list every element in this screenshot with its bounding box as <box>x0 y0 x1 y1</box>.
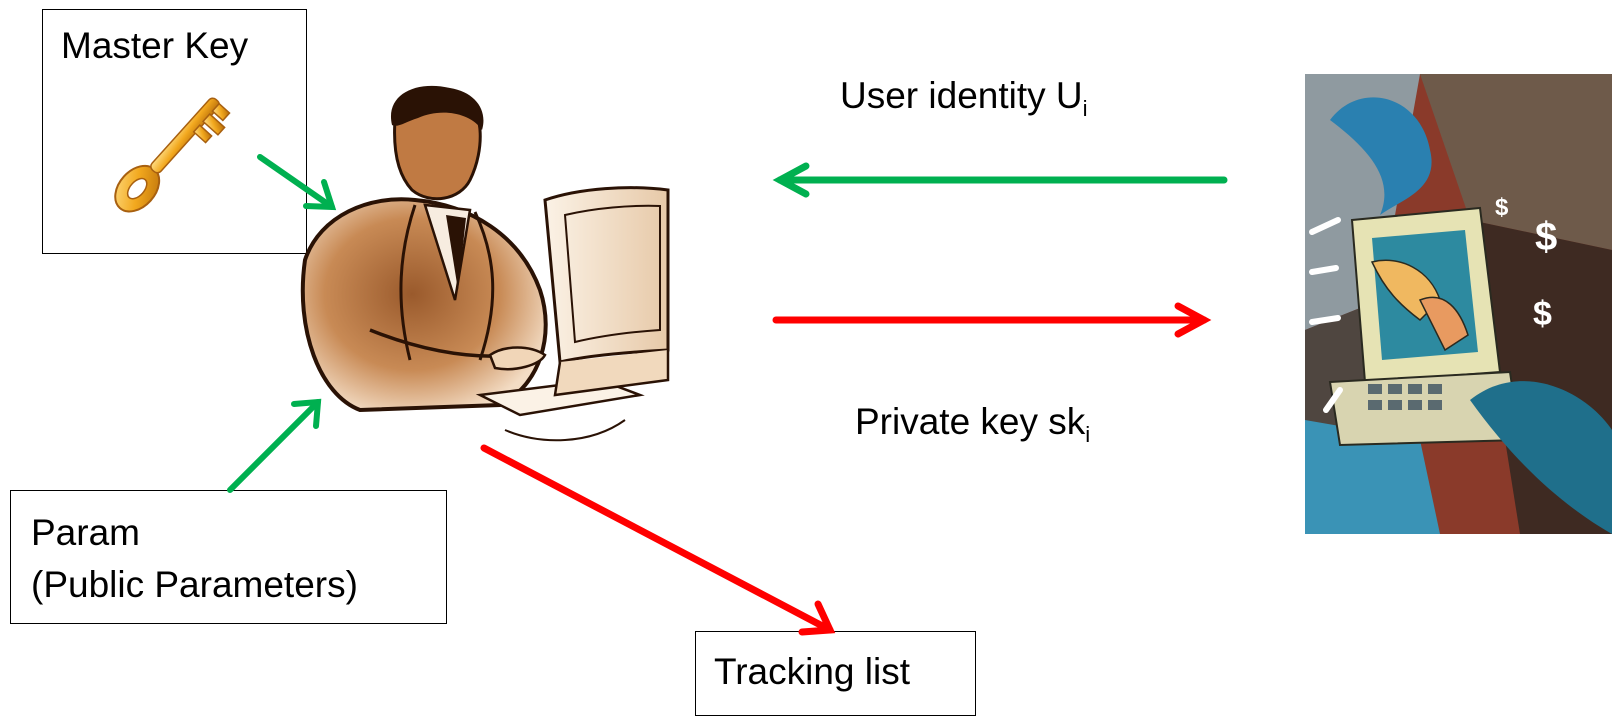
user-identity-arrow <box>772 162 1228 198</box>
request-subscript: i <box>1082 95 1088 121</box>
master-key-box: Master Key <box>42 9 307 254</box>
tracking-list-box: Tracking list <box>695 631 976 716</box>
golden-key-icon <box>114 97 231 213</box>
master-key-to-authority-arrow <box>257 154 337 211</box>
authority-to-tracking-list-arrow <box>480 444 836 636</box>
svg-text:$: $ <box>1533 295 1552 333</box>
svg-text:$: $ <box>1535 215 1557 259</box>
key-authority-at-computer-icon <box>300 85 670 442</box>
svg-text:$: $ <box>1495 194 1509 221</box>
private-key-arrow <box>772 302 1212 338</box>
request-label: User identity Ui <box>840 75 1088 121</box>
tracking-list-label: Tracking list <box>714 651 911 692</box>
param-description: (Public Parameters) <box>31 564 358 605</box>
param-box: Param (Public Parameters) <box>10 490 447 624</box>
param-to-authority-arrow <box>227 398 322 493</box>
master-key-title: Master Key <box>61 25 249 66</box>
param-label: Param <box>31 512 140 553</box>
response-label: Private key ski <box>855 401 1091 447</box>
response-subscript: i <box>1085 421 1091 447</box>
user-computer-collage-icon: $ $ $ <box>1305 74 1612 534</box>
